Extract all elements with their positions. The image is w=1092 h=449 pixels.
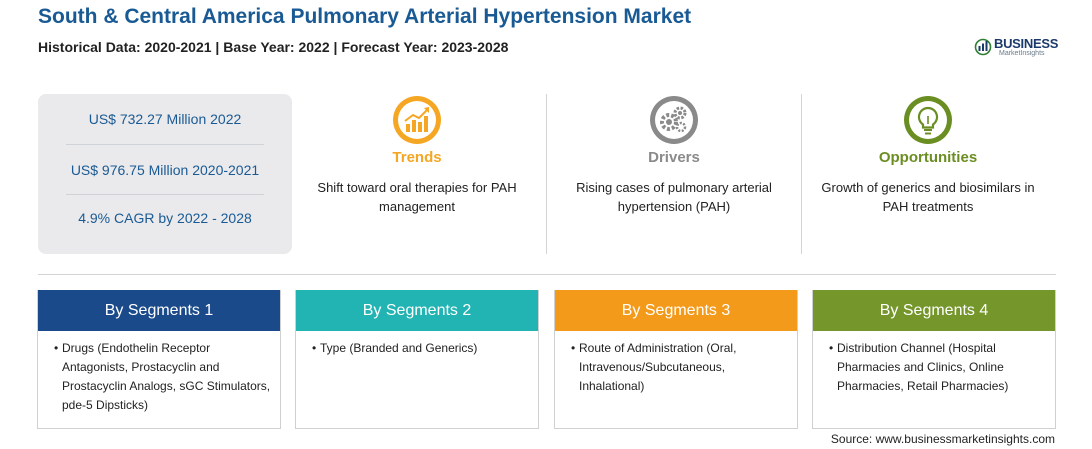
- logo-name: BUSINESS: [994, 36, 1059, 51]
- bullet-icon: •: [829, 341, 834, 355]
- segment-card-1: By Segments 1 •Drugs (Endothelin Recepto…: [37, 290, 281, 429]
- feature-divider: [801, 94, 802, 254]
- page-title: South & Central America Pulmonary Arteri…: [38, 5, 692, 28]
- stat-divider: [66, 144, 264, 145]
- feature-trends-title: Trends: [392, 149, 442, 166]
- bullet-icon: •: [312, 341, 317, 355]
- feature-trends-text: Shift toward oral therapies for PAH mana…: [317, 180, 517, 214]
- feature-divider: [546, 94, 547, 254]
- stat-divider: [66, 194, 264, 195]
- segment-title: By Segments 4: [813, 290, 1055, 331]
- bullet-icon: •: [54, 341, 59, 355]
- company-logo[interactable]: BUSINESS MarketInsights: [974, 34, 1064, 60]
- trending-chart-icon: [393, 96, 441, 144]
- bullet-icon: •: [571, 341, 576, 355]
- feature-opportunities-text: Growth of generics and biosimilars in PA…: [821, 180, 1035, 214]
- segment-text: Distribution Channel (Hospital Pharmacie…: [837, 341, 1009, 393]
- segment-card-3: By Segments 3 •Route of Administration (…: [554, 290, 798, 429]
- segment-title: By Segments 2: [296, 290, 538, 331]
- segment-card-2: By Segments 2 •Type (Branded and Generic…: [295, 290, 539, 429]
- feature-drivers-title: Drivers: [648, 149, 700, 166]
- globe-bars-icon: [974, 38, 992, 56]
- segment-title: By Segments 3: [555, 290, 797, 331]
- feature-trends: Trends Shift toward oral therapies for P…: [299, 94, 535, 254]
- lightbulb-icon: [904, 96, 952, 144]
- segment-text: Route of Administration (Oral, Intraveno…: [579, 341, 737, 393]
- page-subtitle: Historical Data: 2020-2021 | Base Year: …: [38, 39, 509, 55]
- stat-cagr: 4.9% CAGR by 2022 - 2028: [78, 210, 252, 226]
- segment-text: Type (Branded and Generics): [320, 341, 478, 355]
- market-stats-panel: US$ 732.27 Million 2022 US$ 976.75 Milli…: [38, 94, 292, 254]
- feature-opportunities: Opportunities Growth of generics and bio…: [810, 94, 1046, 254]
- gears-icon: [650, 96, 698, 144]
- feature-drivers: Drivers Rising cases of pulmonary arteri…: [556, 94, 792, 254]
- stat-market-size-historical: US$ 976.75 Million 2020-2021: [70, 162, 260, 178]
- source-credit: Source: www.businessmarketinsights.com: [830, 432, 1055, 446]
- feature-drivers-text: Rising cases of pulmonary arterial hyper…: [576, 180, 772, 214]
- stat-market-size-2022: US$ 732.27 Million 2022: [88, 111, 242, 127]
- segment-text: Drugs (Endothelin Receptor Antagonists, …: [62, 341, 271, 412]
- logo-subtitle: MarketInsights: [999, 50, 1045, 57]
- feature-opportunities-title: Opportunities: [878, 149, 978, 166]
- section-divider: [38, 274, 1056, 275]
- segment-title: By Segments 1: [38, 290, 280, 331]
- segment-card-4: By Segments 4 •Distribution Channel (Hos…: [812, 290, 1056, 429]
